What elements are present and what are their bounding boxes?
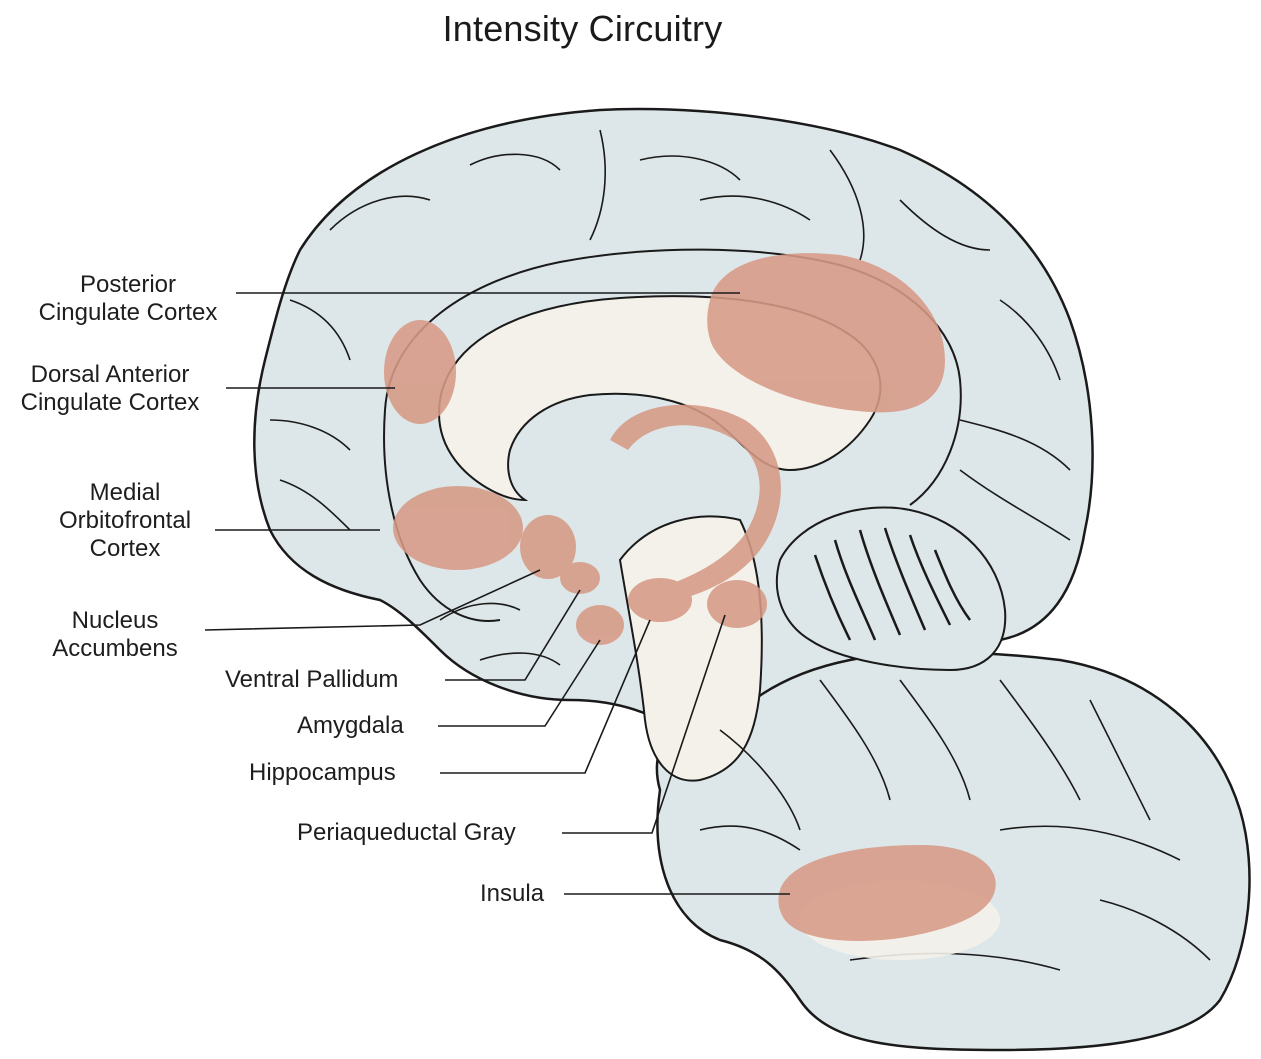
label-posterior-cingulate-cortex: Posterior Cingulate Cortex <box>18 271 238 327</box>
label-medial-orbitofrontal-cortex: Medial Orbitofrontal Cortex <box>25 479 225 563</box>
label-hippocampus: Hippocampus <box>249 759 396 787</box>
medial-orbitofrontal-region <box>393 486 523 570</box>
periaqueductal-gray-region <box>707 580 767 628</box>
amygdala-region <box>576 605 624 645</box>
ventral-pallidum-region <box>560 562 600 594</box>
dorsal-anterior-cingulate-region <box>384 320 456 424</box>
label-insula: Insula <box>480 880 544 908</box>
label-nucleus-accumbens: Nucleus Accumbens <box>30 607 200 663</box>
label-amygdala: Amygdala <box>297 712 404 740</box>
label-dorsal-anterior-cingulate-cortex: Dorsal Anterior Cingulate Cortex <box>5 361 215 417</box>
label-periaqueductal-gray: Periaqueductal Gray <box>297 819 516 847</box>
label-ventral-pallidum: Ventral Pallidum <box>225 666 398 694</box>
